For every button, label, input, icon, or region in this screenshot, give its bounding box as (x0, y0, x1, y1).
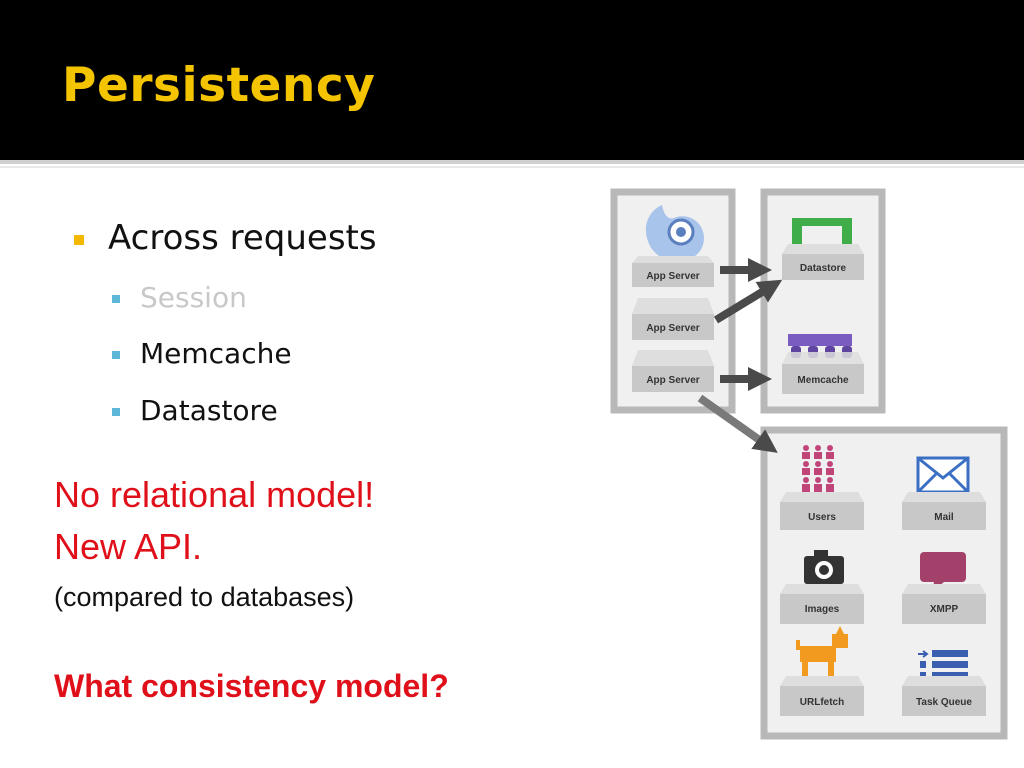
app-server-label: App Server (646, 271, 699, 282)
arrow-icon (713, 279, 783, 324)
app-server-label: App Server (646, 375, 699, 386)
memcache-label: Memcache (797, 375, 849, 386)
square-bullet-icon (74, 235, 84, 245)
app-server-label: App Server (646, 323, 699, 334)
square-bullet-icon (112, 295, 120, 303)
memcache-unit: Memcache (782, 334, 864, 394)
users-icon (802, 445, 834, 492)
app-server-3: App Server (632, 350, 714, 392)
datastore-icon (792, 218, 852, 226)
square-bullet-icon (112, 408, 120, 416)
mail-service: Mail (902, 456, 986, 530)
service-label: XMPP (930, 604, 959, 615)
service-label: Mail (934, 512, 954, 523)
note-compared-to-databases: (compared to databases) (54, 582, 355, 612)
note-no-relational-model: No relational model! (54, 474, 375, 515)
urlfetch-service: URLfetch (780, 626, 864, 716)
app-server-2: App Server (632, 298, 714, 340)
arrow-icon (697, 394, 778, 453)
sub-bullet-label: Session (140, 281, 247, 314)
service-label: Images (805, 604, 840, 615)
images-service: Images (780, 550, 864, 624)
sub-bullet-label: Memcache (140, 337, 292, 370)
users-service: Users (780, 445, 864, 530)
square-bullet-icon (112, 351, 120, 359)
title-bar: Persistency (0, 0, 1024, 160)
note-new-api: New API. (54, 526, 203, 567)
datastore-label: Datastore (800, 263, 847, 274)
consistency-question: What consistency model? (54, 668, 449, 704)
service-label: URLfetch (800, 697, 844, 708)
dog-icon (796, 626, 848, 680)
mail-icon (916, 456, 970, 494)
divider (0, 166, 1024, 168)
bullet-label: Across requests (108, 218, 377, 258)
divider (0, 160, 1024, 164)
app-server-1: App Server (632, 256, 714, 287)
task-list-icon (918, 650, 968, 679)
app-engine-architecture-diagram: App Server App Server App Server Datasto… (610, 188, 1008, 740)
task-queue-service: Task Queue (902, 650, 986, 716)
datastore-unit: Datastore (782, 218, 864, 280)
arrows (697, 258, 783, 453)
sub-bullet-label: Datastore (140, 394, 278, 427)
camera-icon (804, 550, 844, 584)
xmpp-service: XMPP (902, 552, 986, 624)
service-label: Task Queue (916, 697, 972, 708)
service-label: Users (808, 512, 836, 523)
slide-title: Persistency (62, 58, 376, 113)
